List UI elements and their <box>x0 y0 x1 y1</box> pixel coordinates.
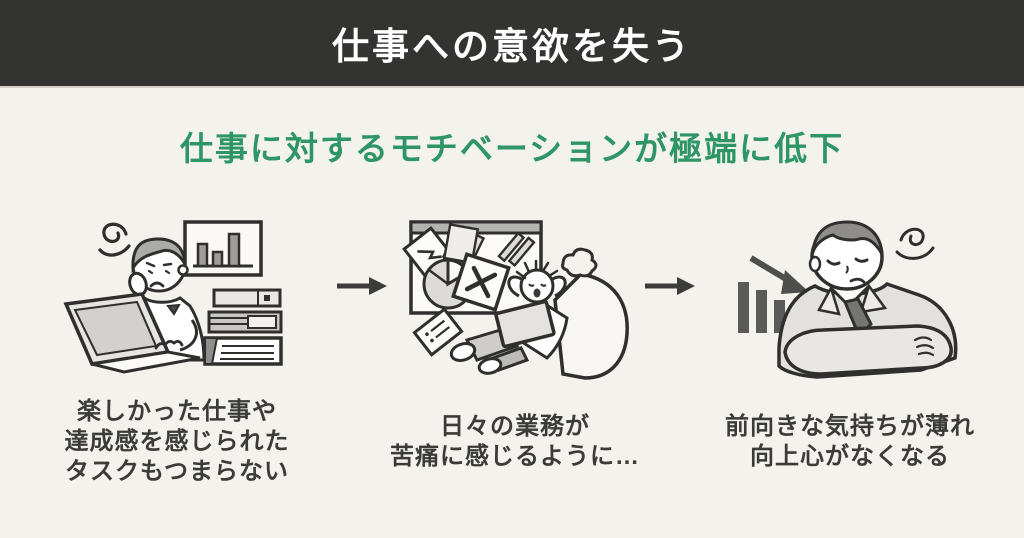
caption-line: 苦痛に感じるように… <box>390 443 640 470</box>
caption-line: 向上心がなくなる <box>750 443 950 470</box>
dizzy-scribble-icon <box>895 227 935 260</box>
worker-hand <box>154 340 184 350</box>
page-title: 仕事への意欲を失う <box>332 26 692 67</box>
scribble-icon <box>98 222 131 257</box>
step-3-caption: 前向きな気持ちが薄れ 向上心がなくなる <box>725 394 975 490</box>
caption-line: 日々の業務が <box>440 413 590 440</box>
illustration-dejected-businessman <box>725 200 975 390</box>
caption-line: タスクもつまらない <box>64 458 290 485</box>
businessman-head <box>808 220 884 291</box>
flow-step-3: 前向きな気持ちが薄れ 向上心がなくなる <box>697 200 1003 490</box>
worker-head <box>128 237 189 297</box>
overwhelmed-worker-illustration <box>402 220 629 380</box>
right-arrow-icon <box>645 277 695 295</box>
right-arrow-icon <box>337 277 387 295</box>
book-stack-icon <box>203 288 283 366</box>
flow-step-2: 日々の業務が 苦痛に感じるように… <box>389 200 641 490</box>
falling-memo-icon <box>412 307 464 357</box>
header-bar: 仕事への意欲を失う <box>0 0 1024 88</box>
flow-arrow-1 <box>333 272 389 300</box>
step-1-caption: 楽しかった仕事や 達成感を感じられた タスクもつまらない <box>65 394 290 490</box>
stressed-head <box>515 259 559 304</box>
steam-puff-icon <box>561 247 598 278</box>
content-area: 仕事に対するモチベーションが極端に低下 <box>0 122 1024 490</box>
flow-arrow-2 <box>641 272 697 300</box>
caption-line: 楽しかった仕事や <box>77 398 277 425</box>
right-arm <box>550 275 567 298</box>
step-2-caption: 日々の業務が 苦痛に感じるように… <box>390 394 640 490</box>
left-arm <box>507 275 524 298</box>
caption-line: 達成感を感じられた <box>64 428 290 455</box>
illustration-frustrated-worker <box>52 200 302 390</box>
chair <box>553 272 629 380</box>
laptop-icon <box>63 292 201 374</box>
collar <box>166 303 181 316</box>
crossed-arms <box>783 324 953 376</box>
wall-bar-chart-icon <box>183 220 263 277</box>
downward-arrow-icon <box>749 255 809 294</box>
x-mark-paper-icon <box>451 252 511 312</box>
lap-laptop-icon <box>494 299 556 349</box>
illustration-overwhelmed-worker <box>395 200 635 390</box>
slash-marks-icon <box>497 231 536 268</box>
flow-step-1: 楽しかった仕事や 達成感を感じられた タスクもつまらない <box>21 200 333 490</box>
frustrated-worker-illustration <box>63 220 283 374</box>
subtitle-text: 仕事に対するモチベーションが極端に低下 <box>179 130 845 167</box>
dejected-businessman-illustration <box>738 220 958 379</box>
worker-arm <box>179 319 198 352</box>
caption-line: 前向きな気持ちが薄れ <box>725 413 975 440</box>
process-flow: 楽しかった仕事や 達成感を感じられた タスクもつまらない <box>0 200 1024 490</box>
